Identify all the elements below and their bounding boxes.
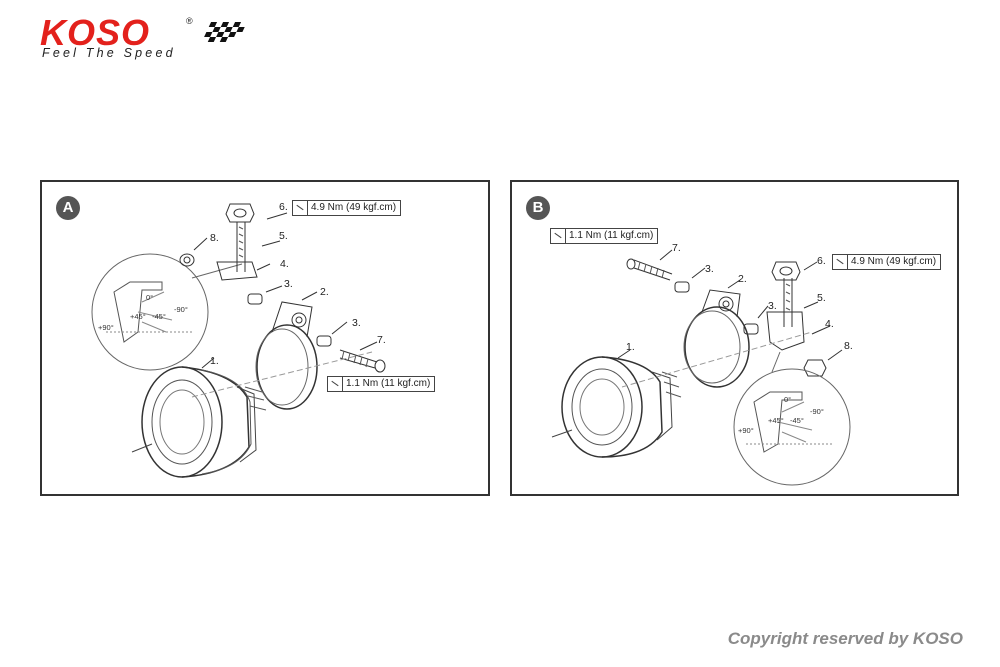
- part-label-8: 8.: [844, 340, 853, 352]
- part-label-4: 4.: [280, 258, 289, 270]
- diagram-panel-a: A 1. 2. 3. 3. 4. 5. 6. 7. 8. 4.9 Nm (49 …: [40, 180, 490, 496]
- torque-spec-nut: 4.9 Nm (49 kgf.cm): [292, 200, 402, 216]
- torque-wrench-icon: [328, 377, 343, 391]
- angle-label-plus45: +45°: [130, 312, 146, 321]
- torque-wrench-icon: [833, 255, 848, 269]
- angle-label-plus90: +90°: [98, 323, 114, 332]
- torque-spec-screw: 1.1 Nm (11 kgf.cm): [550, 228, 659, 244]
- torque-wrench-icon: [293, 201, 308, 215]
- part-label-3: 3.: [284, 278, 293, 290]
- part-label-6: 6.: [279, 201, 288, 213]
- part-label-5: 5.: [817, 292, 826, 304]
- angle-label-minus90: -90°: [174, 305, 188, 314]
- panel-a-badge: A: [56, 196, 80, 220]
- part-label-4: 4.: [825, 318, 834, 330]
- angle-label-0: 0°: [146, 293, 154, 302]
- part-label-1: 1.: [210, 355, 219, 367]
- diagram-panel-b: B 1. 2. 3. 3. 4. 5. 6. 7. 8. 1.1 Nm (11 …: [510, 180, 959, 496]
- checkered-flag-icon: [204, 22, 245, 42]
- angle-label-plus45: +45°: [768, 416, 784, 425]
- panel-b-badge: B: [526, 196, 550, 220]
- angle-label-0: 0°: [784, 395, 792, 404]
- part-label-5: 5.: [279, 230, 288, 242]
- part-label-8: 8.: [210, 232, 219, 244]
- part-label-1: 1.: [626, 341, 635, 353]
- part-label-3: 3.: [705, 263, 714, 275]
- logo-wordmark: KOSO: [40, 12, 151, 53]
- part-label-3b: 3.: [352, 317, 361, 329]
- copyright-notice: Copyright reserved by KOSO: [727, 629, 963, 648]
- part-label-2: 2.: [320, 286, 329, 298]
- angle-label-minus45: -45°: [152, 312, 166, 321]
- part-label-2: 2.: [738, 273, 747, 285]
- koso-logo: KOSO ® Feel The Speed: [40, 12, 255, 64]
- part-label-3b: 3.: [768, 300, 777, 312]
- assembly-drawing-b: [551, 249, 851, 486]
- torque-spec-nut: 4.9 Nm (49 kgf.cm): [832, 254, 942, 270]
- torque-wrench-icon: [551, 229, 566, 243]
- logo-tagline: Feel The Speed: [42, 46, 176, 60]
- angle-label-minus45: -45°: [790, 416, 804, 425]
- angle-label-plus90: +90°: [738, 426, 754, 435]
- assembly-drawing-a: [91, 203, 386, 478]
- part-label-6: 6.: [817, 255, 826, 267]
- part-label-7: 7.: [377, 334, 386, 346]
- angle-label-minus90: -90°: [810, 407, 824, 416]
- part-label-7: 7.: [672, 242, 681, 254]
- registered-mark: ®: [186, 16, 193, 26]
- torque-spec-screw: 1.1 Nm (11 kgf.cm): [327, 376, 436, 392]
